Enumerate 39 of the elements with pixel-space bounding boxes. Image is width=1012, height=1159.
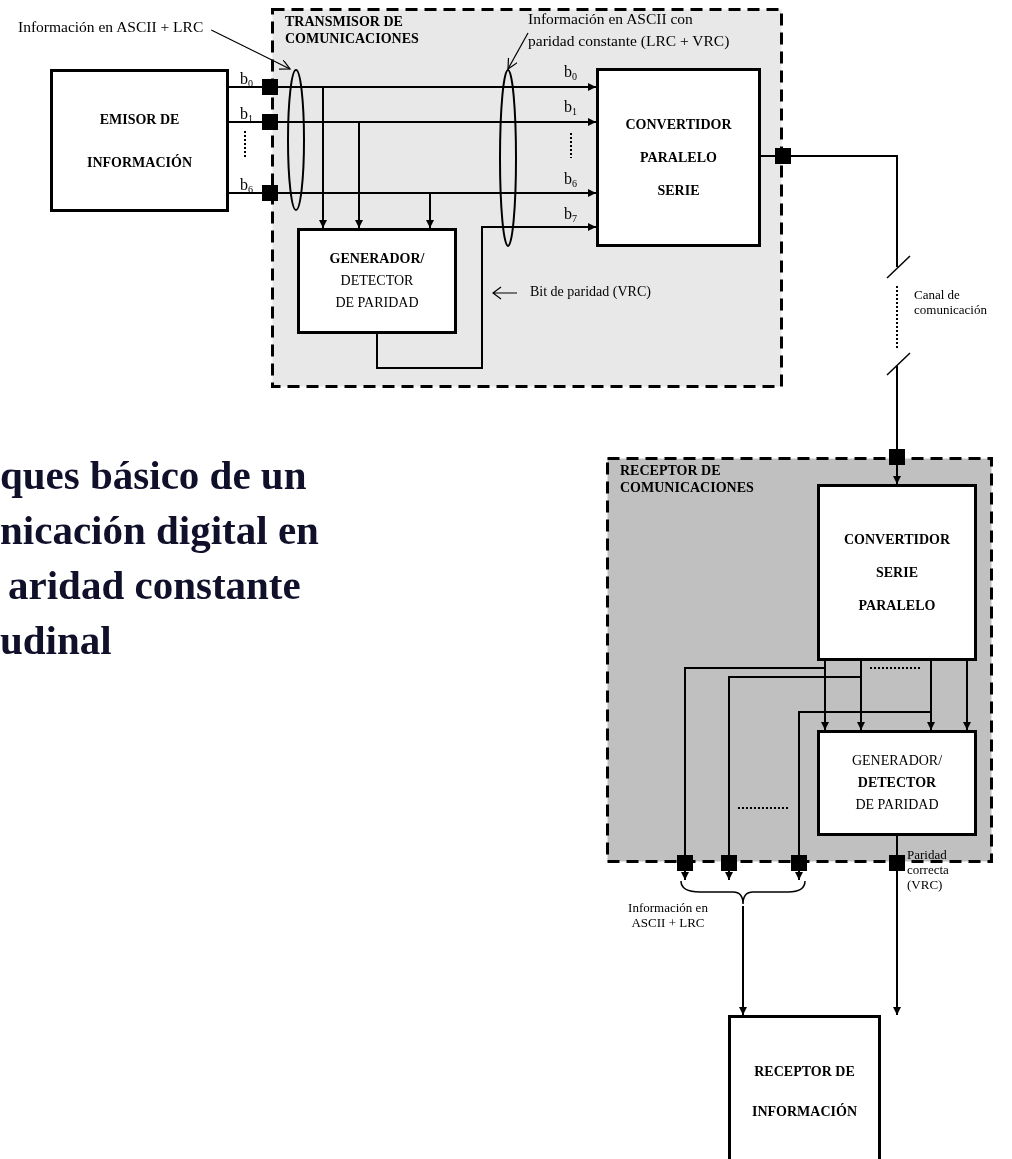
bit-label: b$_{6}$ [564,170,577,190]
arrow [893,835,901,1016]
arrow [376,223,597,369]
group-title: TRANSMISOR DE COMUNICACIONES [285,14,419,48]
title-text: nicación digital en [0,510,319,551]
arrow [760,155,901,485]
title-text: aridad constante [8,565,301,606]
box-label: EMISOR DE INFORMACIÓN [87,110,192,172]
block-box [817,484,977,661]
bit-label: b$_{0}$ [564,63,577,83]
bus-ellipse [287,69,305,211]
annotation-text: Bit de paridad (VRC) [530,284,651,301]
bit-label: b$_{7}$ [564,205,577,225]
block-box [596,68,761,247]
block-box [817,730,977,836]
block-box [297,228,457,334]
group-title: RECEPTOR DE COMUNICACIONES [620,463,754,497]
title-text: ques básico de un [0,455,307,496]
box-label: GENERADOR/ DETECTOR DE PARIDAD [329,250,425,312]
edge-label: Información en ASCII + LRC [627,901,709,931]
box-label: RECEPTOR DE INFORMACIÓN [752,1062,857,1121]
bus-ellipse [499,69,517,247]
edge-label: Canal de comunicación [914,288,988,318]
box-label: GENERADOR/ DETECTOR DE PARIDAD [851,752,943,814]
leader-line [210,29,291,70]
annotation-text: Información en ASCII con paridad constante (LRC + VRC) [528,8,778,52]
title-text: udinal [0,620,112,661]
edge-label: Paridad correcta (VRC) [907,848,950,893]
leader-line [507,32,529,70]
box-label: CONVERTIDOR PARALELO SERIE [625,116,732,200]
block-box [728,1015,881,1159]
arrow [739,905,747,1016]
bit-label: b$_{1}$ [564,98,577,118]
dashed-group-box [606,457,993,863]
dashed-group-box [271,8,783,388]
arrow [963,660,971,731]
block-box [50,69,229,212]
box-label: CONVERTIDOR SERIE PARALELO [843,531,951,615]
annotation-text: Información en ASCII + LRC [18,16,204,38]
